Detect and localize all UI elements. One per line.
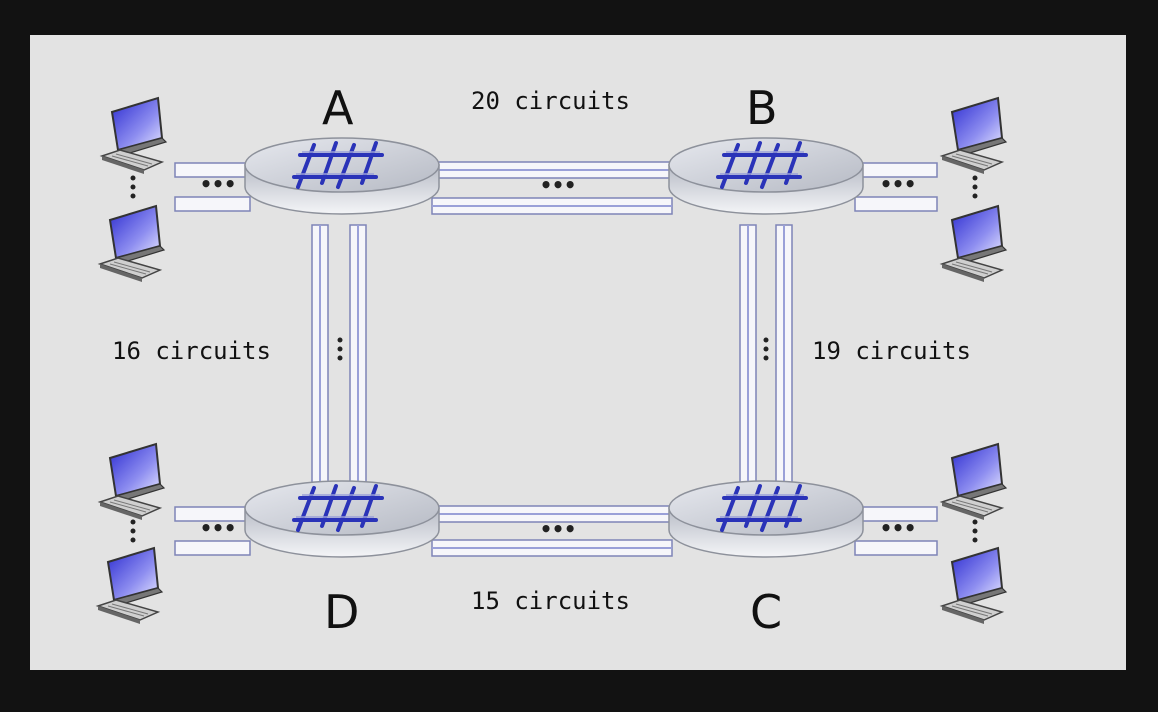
- ellipsis-dots-icon: [130, 175, 978, 543]
- laptop-host-icon: [941, 97, 1007, 175]
- laptop-host-icon: [941, 547, 1007, 625]
- ellipsis-dots-icon: •••: [540, 517, 576, 541]
- packet-switch-icon: [243, 136, 441, 216]
- link-label-a-d: 16 circuits: [112, 337, 271, 365]
- access-links-d: [174, 506, 251, 556]
- network-diagram-canvas: [30, 35, 1126, 670]
- laptop-host-icon: [97, 547, 163, 625]
- switch-label-b: B: [746, 81, 778, 135]
- laptop-host-icon: [941, 205, 1007, 283]
- packet-switch-icon: [243, 479, 441, 559]
- packet-switch-icon: [667, 479, 865, 559]
- ellipsis-dots-icon: •••: [880, 172, 916, 196]
- ellipsis-dots-icon: •••: [200, 516, 236, 540]
- switch-label-d: D: [324, 585, 359, 639]
- access-links-b: [854, 162, 938, 212]
- ellipsis-dots-icon: [763, 337, 769, 361]
- access-links-c: [854, 506, 938, 556]
- switch-label-a: A: [322, 81, 354, 135]
- packet-switch-icon: [667, 136, 865, 216]
- ellipsis-dots-icon: •••: [880, 516, 916, 540]
- link-d-c: [431, 505, 673, 557]
- laptop-host-icon: [99, 205, 165, 283]
- link-b-c: [739, 224, 793, 496]
- link-label-b-c: 19 circuits: [812, 337, 971, 365]
- laptop-host-icon: [99, 443, 165, 521]
- laptop-host-icon: [101, 97, 167, 175]
- link-label-d-c: 15 circuits: [471, 587, 630, 615]
- laptop-host-icon: [941, 443, 1007, 521]
- switch-label-c: C: [750, 585, 782, 639]
- ellipsis-dots-icon: •••: [540, 173, 576, 197]
- access-links-a: [174, 162, 251, 212]
- ellipsis-dots-icon: •••: [200, 172, 236, 196]
- ellipsis-dots-icon: [337, 337, 343, 361]
- link-label-a-b: 20 circuits: [471, 87, 630, 115]
